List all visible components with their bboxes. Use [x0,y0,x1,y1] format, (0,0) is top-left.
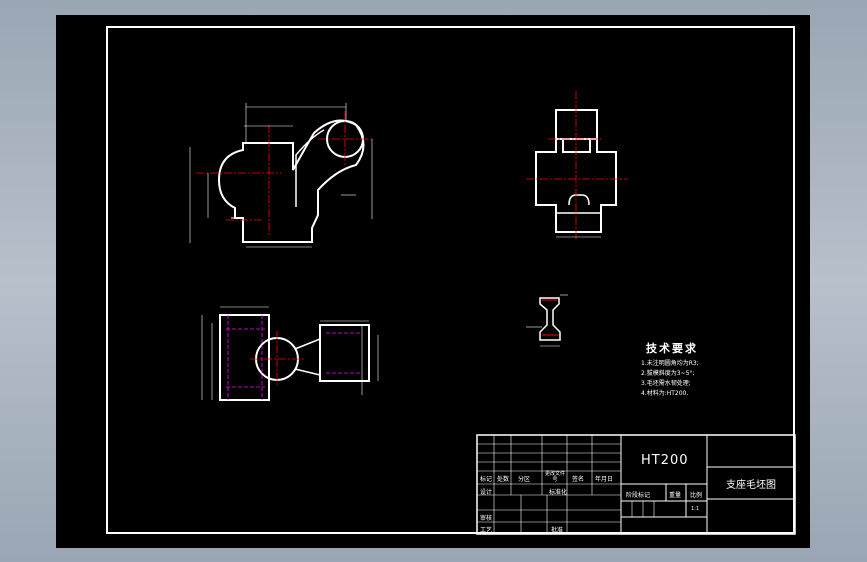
section-view-dims [526,294,568,347]
process-label: 工艺 [480,527,493,534]
side-view-outline [535,109,617,233]
stage-mark-label: 阶段标记 [626,492,651,499]
tech-req-item-3: 3.毛坯需水韧处理; [641,380,691,387]
top-view-dims [201,306,379,400]
header-change-doc: 更改文件号 [544,471,565,483]
scale-label: 比例 [690,492,703,499]
header-date: 年月日 [595,476,614,483]
approve-label: 批准 [551,527,564,534]
title-block [476,434,796,535]
technical-drawing [189,91,796,535]
tech-req-title: 技术要求 [646,342,698,355]
weight-label: 重量 [669,492,682,499]
material-label: HT200 [641,453,689,468]
top-view-boss [319,324,370,382]
drawing-border [106,26,795,534]
header-count: 处数 [497,476,510,483]
front-view [217,119,365,243]
front-view-dims [189,103,373,248]
header-zone: 分区 [518,476,531,483]
front-view-outline [217,119,365,243]
section-view-outline [539,297,561,341]
top-view [219,314,370,401]
top-view-hidden [226,315,362,400]
tech-req-item-1: 1.未注明圆角均为R3; [641,360,699,367]
front-view-centerlines [196,111,374,237]
section-view [539,297,561,341]
standardize-label: 标准化 [549,489,568,496]
tech-req-item-2: 2.拔模斜度为3~5°; [641,370,695,377]
header-mark: 标记 [480,476,493,483]
side-view-centerlines [526,91,628,240]
header-sign: 签名 [572,476,585,483]
top-view-base [219,314,270,401]
front-view-rib [295,129,325,207]
design-label: 设计 [480,489,493,496]
scale-value: 1:1 [691,506,700,512]
tech-req-item-4: 4.材料为:HT200. [641,390,689,397]
drawing-sheet: 技术要求 1.未注明圆角均为R3; 2.拔模斜度为3~5°; 3.毛坯需水韧处理… [56,15,810,548]
drawing-name: 支座毛坯图 [726,480,776,491]
top-view-centerlines [250,331,306,387]
review-label: 审核 [480,515,493,522]
